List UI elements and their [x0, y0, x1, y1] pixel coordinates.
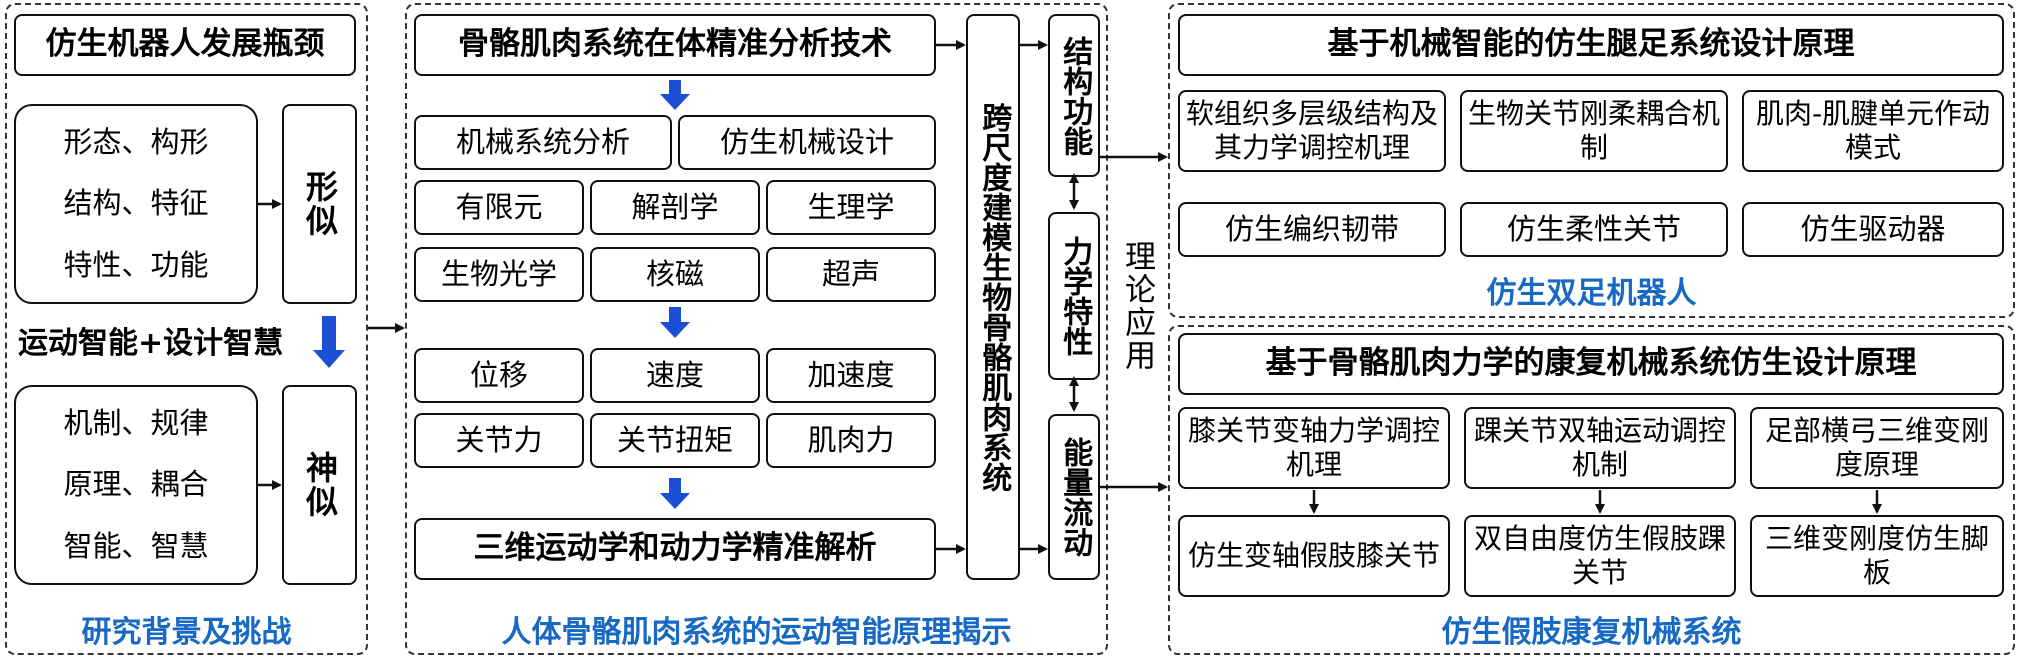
method-anatomy: 解剖学	[590, 180, 760, 235]
device-woven-ligament: 仿生编织韧带	[1178, 202, 1446, 257]
principle-muscle-tendon: 肌肉-肌腱单元作动模式	[1742, 90, 2004, 172]
principle-foot-arch: 足部横弓三维变刚度原理	[1750, 407, 2004, 489]
structure-function-box: 结构功能	[1048, 14, 1100, 177]
spirit-line: 机制、规律	[63, 405, 209, 440]
mechanical-property-box: 力学特性	[1048, 212, 1100, 380]
spirit-box: 机制、规律 原理、耦合 智能、智慧	[14, 385, 258, 585]
mid-label: 运动智能+设计智慧	[18, 326, 284, 361]
legged-design-title: 基于机械智能的仿生腿足系统设计原理	[1178, 14, 2004, 76]
form-line: 特性、功能	[63, 247, 209, 282]
left-caption: 研究背景及挑战	[81, 615, 292, 650]
device-ankle-prosthesis: 双自由度仿生假肢踝关节	[1464, 515, 1736, 597]
spirit-line: 智能、智慧	[63, 528, 209, 563]
kinematics-box: 三维运动学和动力学精准解析	[414, 518, 936, 580]
mech-analysis-box: 机械系统分析	[414, 115, 672, 170]
right-bottom-caption: 仿生假肢康复机械系统	[1441, 615, 1742, 650]
middle-caption: 人体骨骼肌肉系统的运动智能原理揭示	[501, 615, 1012, 650]
method-mri: 核磁	[590, 247, 760, 302]
form-box: 形态、构形 结构、特征 特性、功能	[14, 104, 258, 304]
measure-acceleration: 加速度	[766, 348, 936, 403]
form-line: 形态、构形	[63, 124, 209, 159]
principle-knee: 膝关节变轴力学调控机理	[1178, 407, 1450, 489]
bionic-design-box: 仿生机械设计	[678, 115, 936, 170]
right-top-caption: 仿生双足机器人	[1486, 276, 1697, 311]
right-top-panel	[1168, 3, 2015, 318]
principle-ankle: 踝关节双轴运动调控机制	[1464, 407, 1736, 489]
form-line: 结构、特征	[63, 186, 209, 221]
measure-joint-force: 关节力	[414, 413, 584, 468]
left-panel	[5, 3, 368, 655]
measure-muscle-force: 肌肉力	[766, 413, 936, 468]
principle-soft-tissue: 软组织多层级结构及其力学调控机理	[1178, 90, 1446, 172]
device-actuator: 仿生驱动器	[1742, 202, 2004, 257]
rehab-design-title: 基于骨骼肌肉力学的康复机械系统仿生设计原理	[1178, 333, 2004, 395]
method-fea: 有限元	[414, 180, 584, 235]
left-title: 仿生机器人发展瓶颈	[14, 14, 356, 76]
principle-joint-coupling: 生物关节刚柔耦合机制	[1460, 90, 1728, 172]
apply-label: 理论应用	[1119, 240, 1155, 372]
device-flexible-joint: 仿生柔性关节	[1460, 202, 1728, 257]
method-bio-optics: 生物光学	[414, 247, 584, 302]
spirit-line: 原理、耦合	[63, 467, 209, 502]
middle-panel	[405, 3, 1108, 655]
form-tag: 形似	[282, 104, 357, 304]
spirit-tag: 神似	[282, 385, 357, 585]
measure-displacement: 位移	[414, 348, 584, 403]
right-bottom-panel	[1168, 325, 2015, 655]
analysis-tech-box: 骨骼肌肉系统在体精准分析技术	[414, 14, 936, 76]
method-physiology: 生理学	[766, 180, 936, 235]
device-foot-plate: 三维变刚度仿生脚板	[1750, 515, 2004, 597]
method-ultrasound: 超声	[766, 247, 936, 302]
energy-flow-box: 能量流动	[1048, 414, 1100, 580]
device-knee-prosthesis: 仿生变轴假肢膝关节	[1178, 515, 1450, 597]
measure-joint-torque: 关节扭矩	[590, 413, 760, 468]
measure-velocity: 速度	[590, 348, 760, 403]
modeling-box: 跨尺度建模生物骨骼肌肉系统	[966, 14, 1020, 580]
